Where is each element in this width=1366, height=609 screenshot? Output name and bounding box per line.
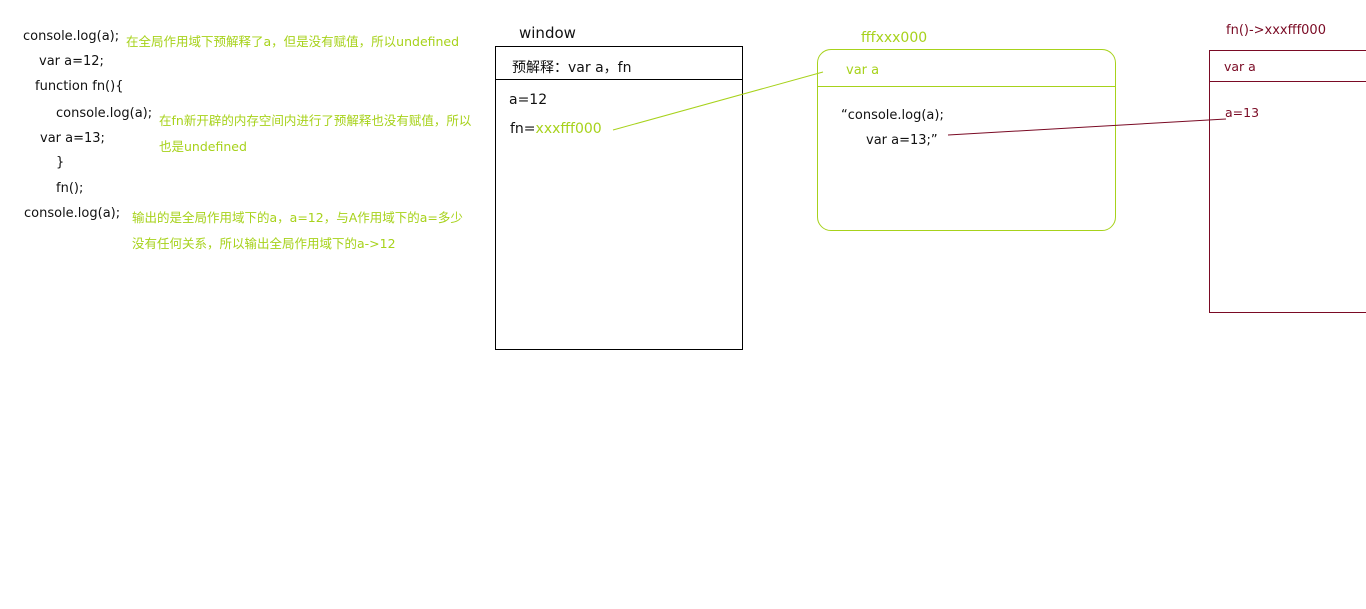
fn-scope-a-value: a=13 [1225,105,1260,120]
note-output-line2: 没有任何关系，所以输出全局作用域下的a->12 [132,236,396,251]
execution-connector-maroon [947,118,1227,136]
heap-divider [818,86,1115,87]
code-line-5: var a=13; [40,131,105,146]
heap-code-line-1: “console.log(a); [841,108,944,123]
heap-memory-box: var a “console.log(a); var a=13;” [817,49,1116,231]
fn-scope-header: var a [1224,59,1256,74]
window-scope-box: 预解释：var a，fn a=12 fn=xxxfff000 [495,46,743,350]
code-line-3: function fn(){ [35,79,124,94]
code-line-1: console.log(a); [23,29,120,44]
note-global-hoist: 在全局作用域下预解释了a，但是没有赋值，所以undefined [126,34,460,49]
note-fn-hoist-line2: 也是undefined [159,139,247,154]
fn-scope-box: var a a=13 [1209,50,1366,313]
window-title: window [519,24,576,42]
code-line-6: } [56,155,65,170]
window-hoist-header: 预解释：var a，fn [512,60,632,76]
fn-scope-divider [1210,81,1366,82]
note-output-line1: 输出的是全局作用域下的a，a=12，与A作用域下的a=多少 [132,210,463,225]
window-fn-label: fn= [510,121,536,137]
fn-scope-title: fn()->xxxfff000 [1226,23,1326,38]
note-fn-hoist-line1: 在fn新开辟的内存空间内进行了预解释也没有赋值，所以 [159,113,472,128]
code-line-7: fn(); [56,181,84,196]
code-line-8: console.log(a); [24,206,121,221]
window-fn-entry: fn=xxxfff000 [510,121,602,137]
heap-code-line-2: var a=13;” [866,133,938,148]
reference-connector-green [612,71,824,131]
code-line-4: console.log(a); [56,106,153,121]
code-line-2: var a=12; [39,54,104,69]
window-fn-reference: xxxfff000 [535,121,602,137]
heap-title: fffxxx000 [861,30,928,46]
heap-header: var a [846,63,880,78]
window-a-value: a=12 [509,92,548,108]
window-divider [496,79,742,80]
